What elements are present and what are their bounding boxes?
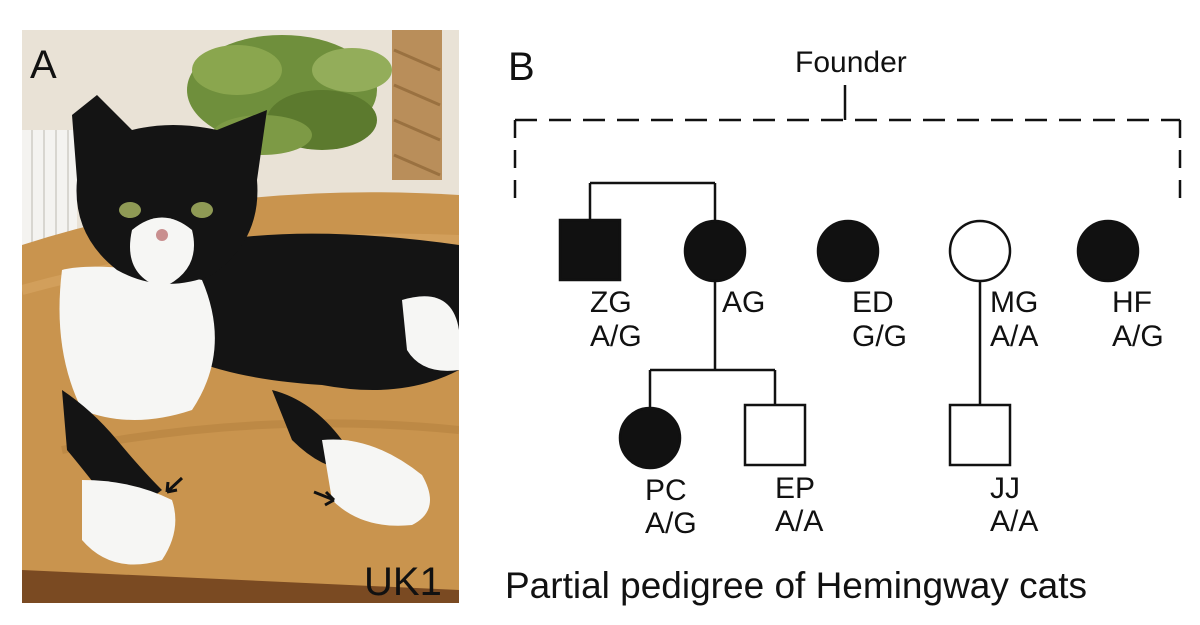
founder-bracket	[513, 85, 1182, 210]
photo-label: UK1	[364, 560, 442, 603]
symbol-ed	[816, 219, 880, 283]
cat-body	[59, 95, 459, 565]
id-ed: ED	[852, 286, 894, 319]
mating-line	[588, 181, 717, 220]
genotype-pc: A/G	[645, 507, 697, 540]
cat-photo-drawing: A UK1	[22, 30, 459, 603]
genotype-ed: G/G	[852, 320, 907, 353]
founder-label: Founder	[795, 46, 907, 79]
genotype-mg: A/A	[990, 320, 1038, 353]
id-mg: MG	[990, 286, 1038, 319]
panel-a-letter: A	[30, 43, 57, 87]
id-jj: JJ	[990, 472, 1020, 505]
photo-plant	[187, 35, 392, 155]
id-ep: EP	[775, 472, 815, 505]
symbol-zg	[558, 218, 622, 282]
symbol-mg	[948, 219, 1012, 283]
symbol-ag	[683, 219, 747, 283]
panel-b-letter: B	[508, 45, 535, 89]
genotype-hf: A/G	[1112, 320, 1164, 353]
genotype-ep: A/A	[775, 505, 823, 538]
genotype-zg: A/G	[590, 320, 642, 353]
symbol-pc	[618, 406, 682, 470]
photo-basket	[392, 30, 442, 180]
pedigree-caption: Partial pedigree of Hemingway cats	[505, 565, 1088, 606]
id-hf: HF	[1112, 286, 1152, 319]
offspring-line-ag	[648, 282, 777, 408]
symbol-jj	[948, 403, 1012, 467]
cat-photo: A UK1	[22, 30, 459, 603]
id-ag: AG	[722, 286, 765, 319]
genotype-jj: A/A	[990, 505, 1038, 538]
id-zg: ZG	[590, 286, 632, 319]
id-pc: PC	[645, 474, 687, 507]
symbol-ep	[743, 403, 807, 467]
symbol-hf	[1076, 219, 1140, 283]
